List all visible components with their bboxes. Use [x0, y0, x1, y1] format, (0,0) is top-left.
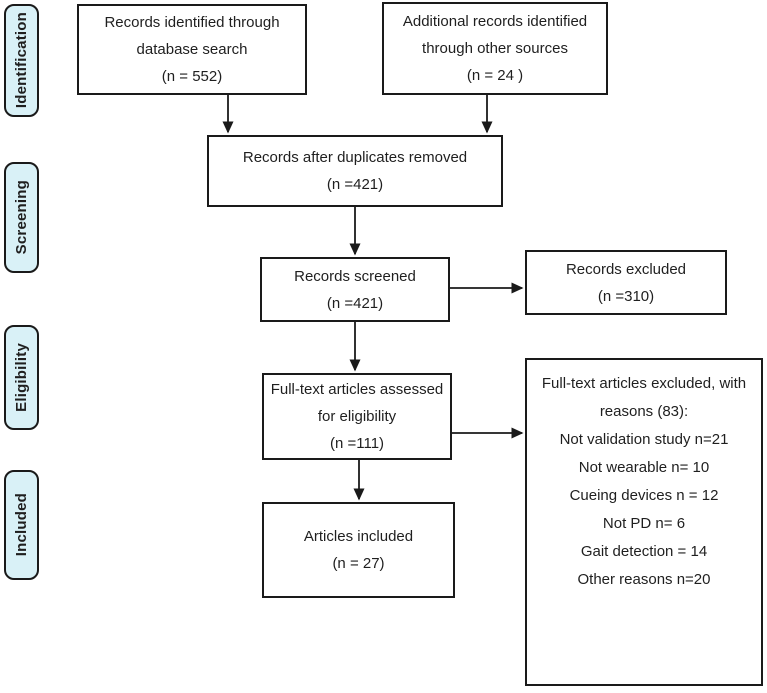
- node-count: (n =421): [326, 176, 384, 193]
- node-duplicates-removed: Records after duplicates removed (n =421…: [207, 135, 503, 207]
- exclusion-reason: Gait detection = 14: [580, 543, 708, 560]
- node-count: (n = 552): [161, 68, 223, 85]
- node-line: Articles included: [303, 528, 414, 545]
- node-count: (n = 27): [332, 555, 385, 572]
- node-records-screened: Records screened (n =421): [260, 257, 450, 322]
- node-records-database-search: Records identified through database sear…: [77, 4, 307, 95]
- exclusion-reason: Cueing devices n = 12: [569, 487, 719, 504]
- node-line: database search: [136, 41, 248, 58]
- node-records-excluded: Records excluded (n =310): [525, 250, 727, 315]
- node-line: Records excluded: [565, 260, 687, 278]
- exclusion-reason: Other reasons n=20: [577, 571, 711, 588]
- node-line: Records identified through: [104, 14, 280, 31]
- node-count: (n =421): [326, 294, 384, 312]
- node-line: for eligibility: [317, 408, 397, 425]
- node-additional-records: Additional records identified through ot…: [382, 2, 608, 95]
- node-line: Full-text articles assessed: [270, 381, 444, 398]
- stage-label-included: Included: [4, 470, 39, 580]
- stage-label-text: Screening: [13, 180, 30, 255]
- stage-label-identification: Identification: [4, 4, 39, 117]
- node-count: (n = 24 ): [466, 67, 524, 84]
- node-line: reasons (83):: [599, 403, 689, 420]
- stage-label-text: Identification: [13, 12, 30, 109]
- exclusion-reason: Not PD n= 6: [602, 515, 686, 532]
- node-fulltext-excluded-reasons: Full-text articles excluded, with reason…: [525, 358, 763, 686]
- stage-label-text: Included: [13, 493, 30, 557]
- node-articles-included: Articles included (n = 27): [262, 502, 455, 598]
- node-line: through other sources: [422, 40, 568, 57]
- exclusion-reason: Not validation study n=21: [559, 431, 729, 448]
- stage-label-screening: Screening: [4, 162, 39, 273]
- node-count: (n =111): [329, 435, 385, 452]
- node-count: (n =310): [597, 287, 655, 305]
- node-line: Full-text articles excluded, with: [541, 375, 747, 392]
- exclusion-reason: Not wearable n= 10: [578, 459, 710, 476]
- node-line: Additional records identified: [402, 13, 588, 30]
- stage-label-eligibility: Eligibility: [4, 325, 39, 430]
- stage-label-text: Eligibility: [13, 343, 30, 412]
- node-fulltext-assessed: Full-text articles assessed for eligibil…: [262, 373, 452, 460]
- node-line: Records screened: [294, 267, 416, 285]
- node-line: Records after duplicates removed: [242, 149, 468, 166]
